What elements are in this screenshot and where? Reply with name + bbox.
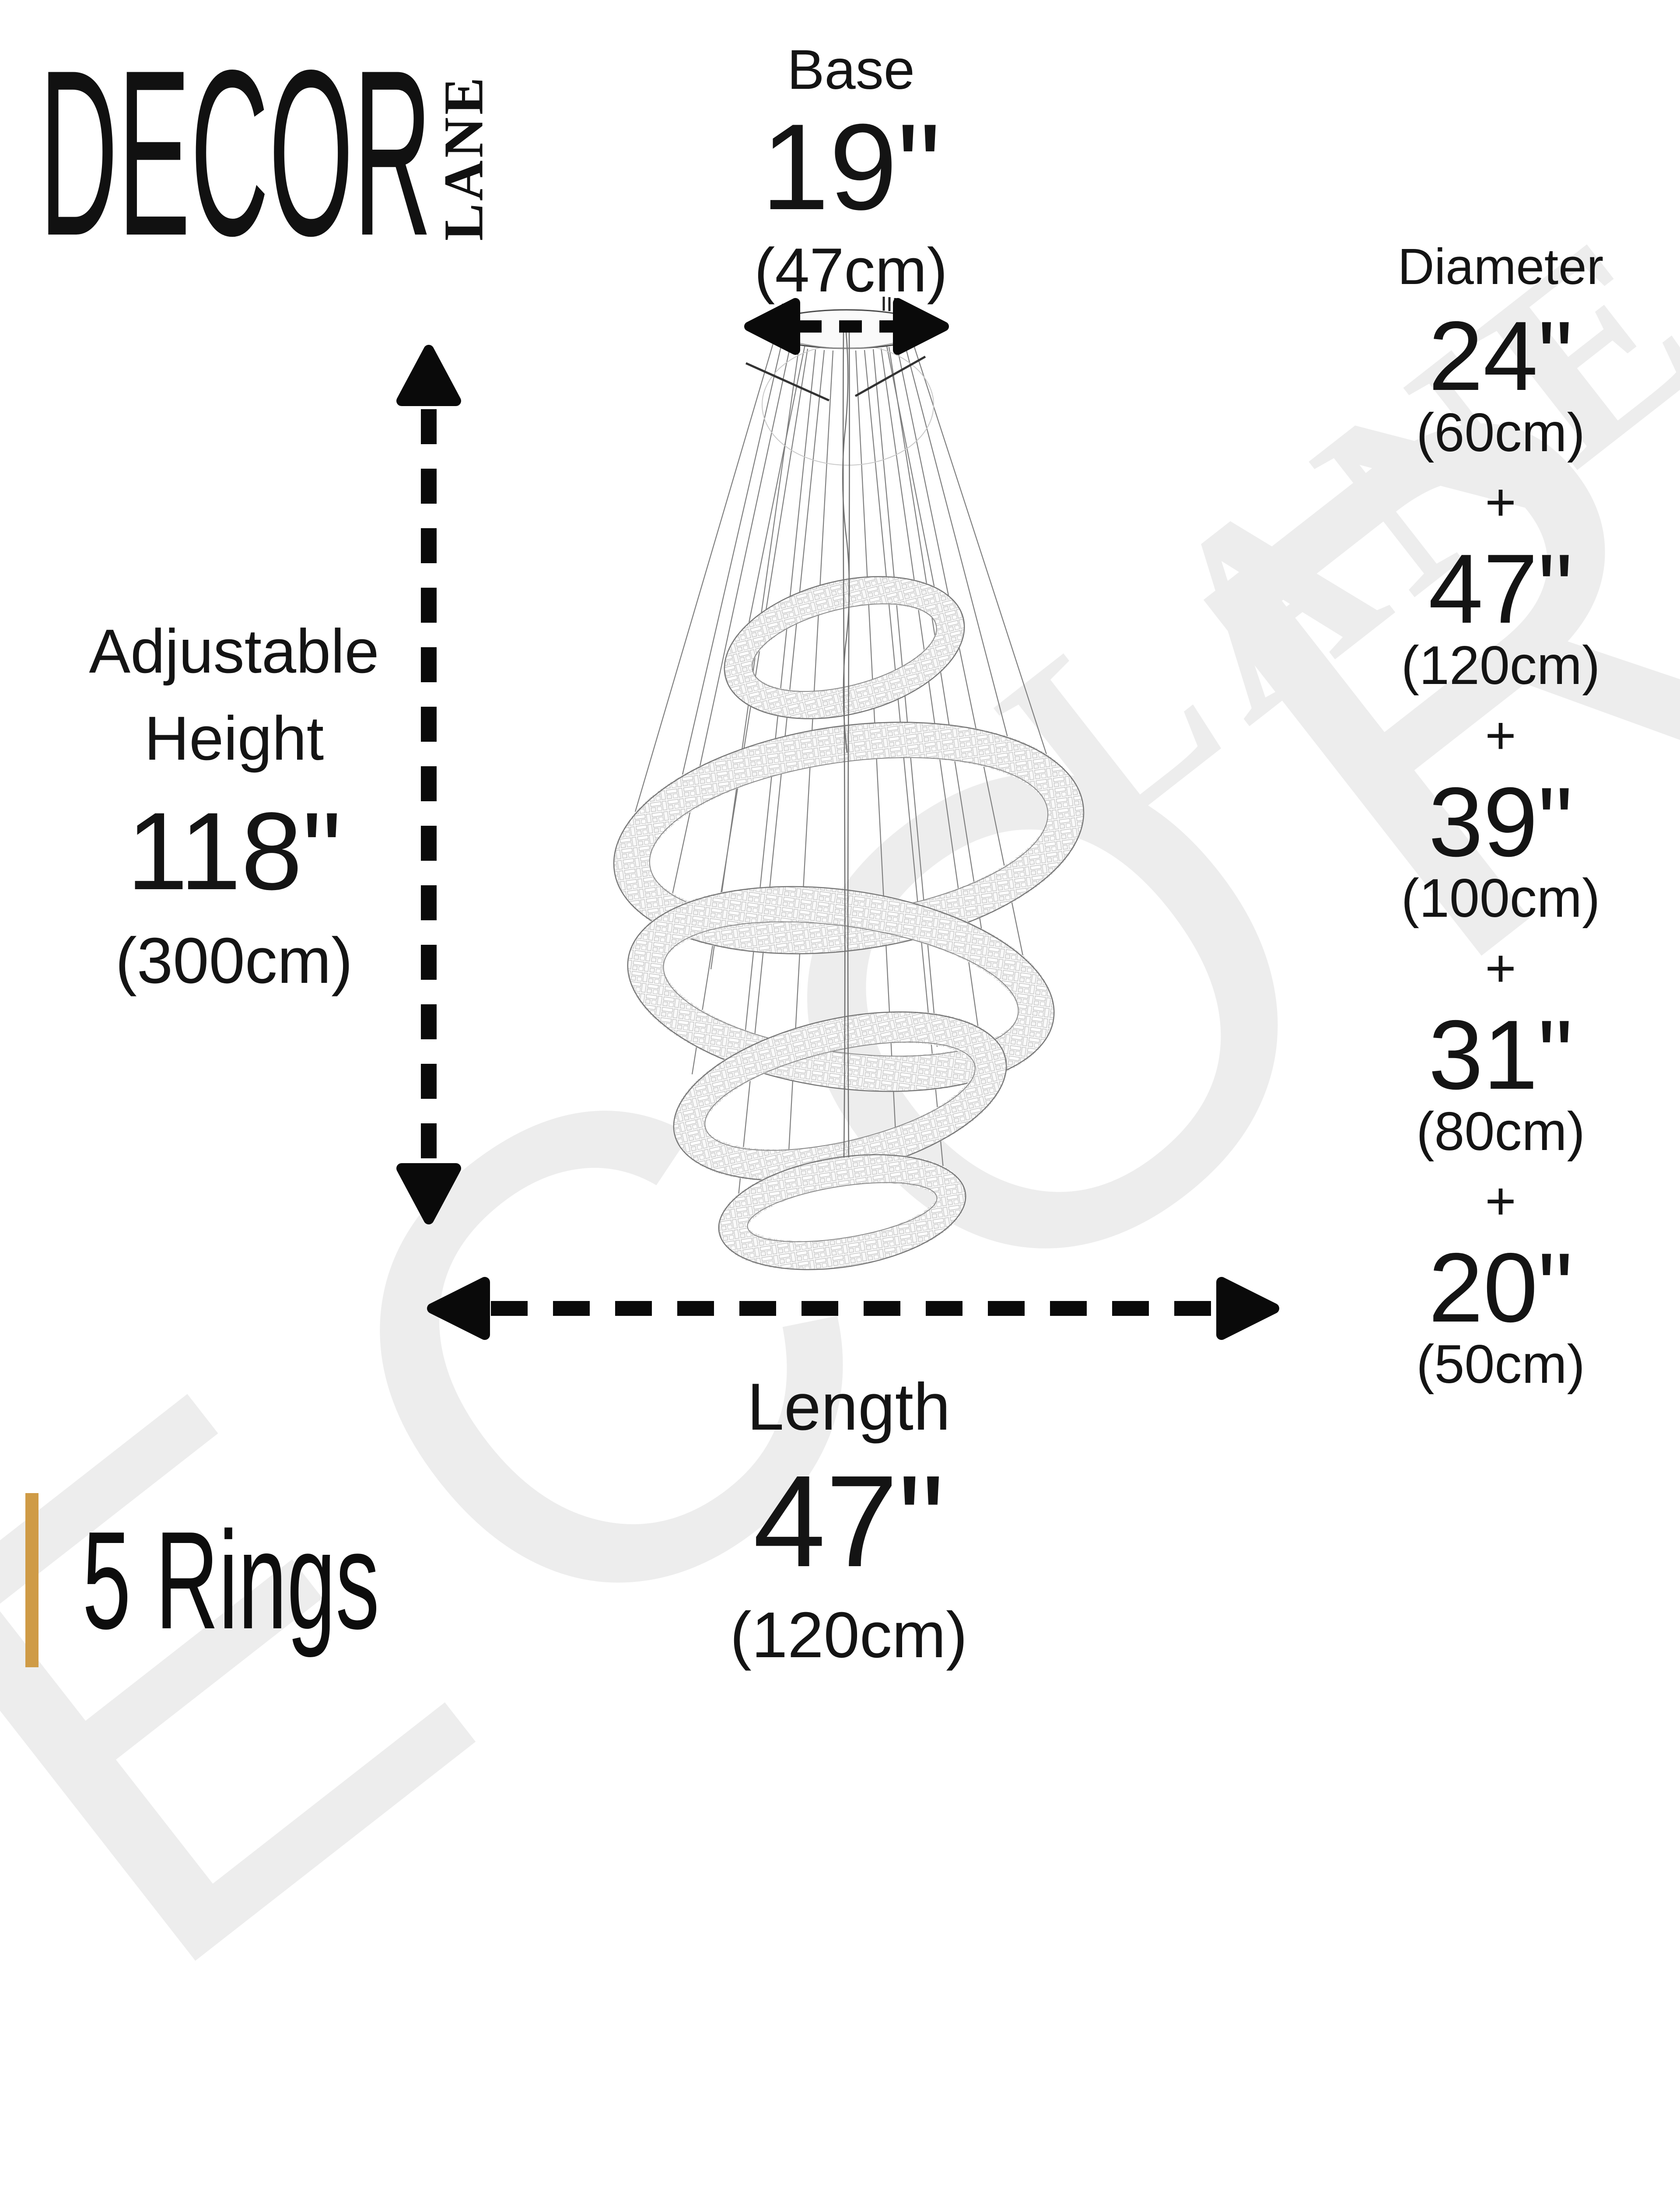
plus-separator: +	[1485, 938, 1516, 998]
plus-separator: +	[1485, 705, 1516, 765]
ring-diameter-cm: (120cm)	[1401, 635, 1600, 696]
chandelier-ring-5	[718, 1154, 966, 1270]
adjustable-height-block: Adjustable Height 118" (300cm)	[57, 608, 411, 1001]
brand-logo-decor: DECOR	[39, 21, 432, 285]
height-arrow	[396, 345, 461, 1224]
length-dimension-block: Length 47" (120cm)	[626, 1365, 1072, 1676]
plus-separator: +	[1485, 472, 1516, 532]
gold-accent-bar	[25, 1493, 38, 1667]
chandelier-ring-3	[627, 886, 1055, 1092]
ring-diameter-cm: (60cm)	[1416, 402, 1585, 463]
plus-separator: +	[1485, 1171, 1516, 1231]
ring-diameter-value: 47"	[1428, 533, 1573, 644]
diameter-label: Diameter	[1397, 238, 1604, 295]
brand-logo-lane: LANE	[432, 74, 495, 241]
dimension-diagram	[396, 297, 1279, 1340]
central-cord	[842, 332, 850, 1158]
base-dimension-block: Base 19" (47cm)	[667, 35, 1035, 311]
adjustable-label-line1: Adjustable	[89, 617, 379, 686]
length-label: Length	[747, 1370, 951, 1444]
chandelier-drawing	[613, 297, 1085, 1270]
length-inches-value: 47"	[753, 1448, 945, 1594]
base-cm-value: (47cm)	[754, 235, 948, 305]
adjustable-label-line2: Height	[144, 703, 324, 773]
rings-count-label: 5 Rings	[82, 1502, 380, 1658]
adjustable-cm-value: (300cm)	[115, 924, 353, 997]
ring-diameter-cm: (100cm)	[1401, 868, 1600, 929]
ring-diameter-value: 39"	[1428, 766, 1573, 877]
ring-diameter-cm: (50cm)	[1416, 1334, 1585, 1395]
ring-diameter-value: 24"	[1428, 301, 1573, 411]
rings-count-footer: 5 Rings	[25, 1493, 554, 1667]
ring-diameter-value: 20"	[1428, 1232, 1573, 1343]
length-cm-value: (120cm)	[730, 1599, 968, 1671]
base-width-arrow	[744, 298, 949, 355]
base-label: Base	[787, 39, 915, 101]
diameter-column: Diameter 24" (60cm) + 47" (120cm) + 39" …	[1334, 236, 1667, 1394]
ring-diameter-value: 31"	[1428, 999, 1573, 1110]
adjustable-inches-value: 118"	[126, 789, 342, 913]
length-arrow	[427, 1277, 1279, 1340]
base-inches-value: 19"	[761, 99, 941, 235]
chandelier-ring-1	[724, 576, 965, 719]
brand-logo: DECOR LANE	[39, 21, 892, 285]
ring-diameter-cm: (80cm)	[1416, 1101, 1585, 1162]
